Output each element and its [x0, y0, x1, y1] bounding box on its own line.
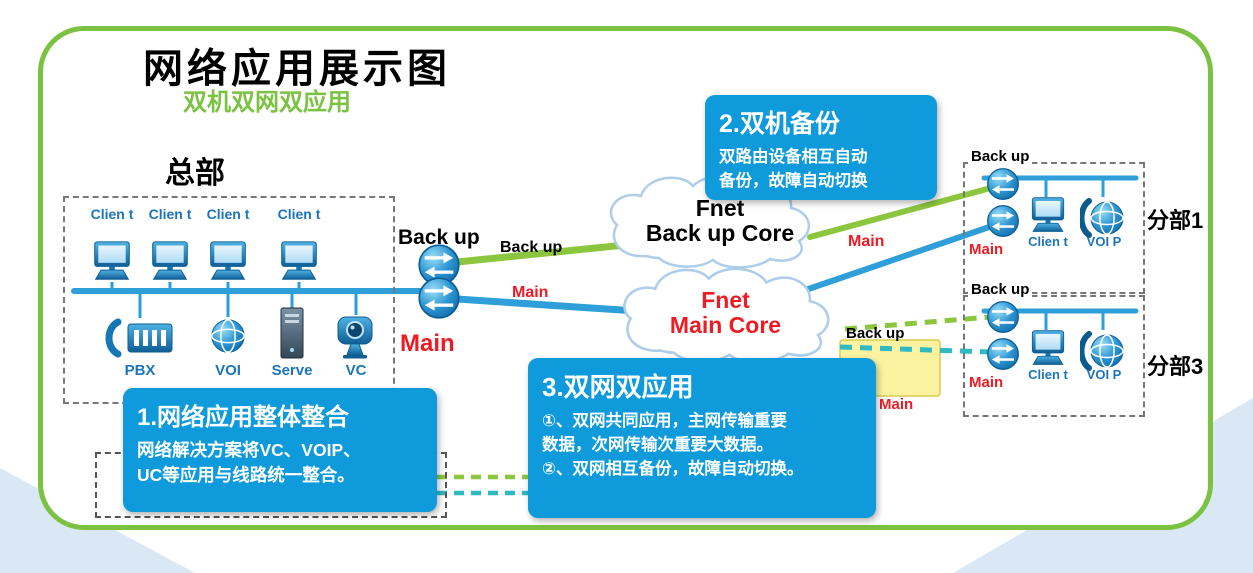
branch1-client-label: Clien t — [1028, 234, 1068, 249]
router-icon — [987, 301, 1019, 333]
branch3-client-label: Clien t — [1028, 367, 1068, 382]
branch1-backup-label: Back up — [968, 148, 1033, 165]
callout2-body: 双路由设备相互自动 备份，故障自动切换 — [719, 148, 868, 190]
callout3-body: ①、双网共同应用，主网传输重要 数据，次网传输次重要大数据。 ②、双网相互备份，… — [542, 412, 804, 478]
callout-dual-network-app: 3.双网双应用 ①、双网共同应用，主网传输重要 数据，次网传输次重要大数据。 ②… — [528, 358, 876, 518]
branch1-voip-label: VOI P — [1086, 234, 1122, 249]
hq-vc-label: VC — [345, 362, 367, 379]
router-icon — [418, 244, 460, 286]
pbx-icon — [105, 318, 173, 358]
router-icon — [418, 277, 460, 319]
callout2-title: 2.双机备份 — [719, 110, 840, 138]
hq-router-main-label: Main — [400, 330, 455, 357]
hq-pbx-label: PBX — [124, 362, 156, 379]
trunk-backup-label: Back up — [500, 239, 563, 256]
branch3-main-label: Main — [969, 374, 1004, 391]
client-pc-icon — [94, 241, 130, 280]
branch3-backup-label: Back up — [968, 281, 1033, 298]
callout1-title: 1.网络应用整体整合 — [137, 404, 350, 431]
hq-server-label: Serve — [271, 362, 313, 379]
client-pc-icon — [1031, 197, 1065, 232]
hq-client-label: Clien t — [277, 206, 321, 222]
page-title: 网络应用展示图 — [143, 47, 451, 91]
router-icon — [987, 168, 1019, 200]
hq-client-label: Clien t — [90, 206, 134, 222]
hq-voip-label: VOI — [215, 362, 241, 379]
client-pc-icon — [281, 241, 317, 280]
cloud-backup-line2: Back up Core — [645, 220, 795, 247]
branch3-voip-label: VOI P — [1086, 367, 1122, 382]
page-subtitle: 双机双网双应用 — [183, 89, 351, 116]
cloud-main-text: Fnet Main Core — [628, 287, 823, 339]
hq-stub-lines — [110, 282, 358, 318]
branch3-group-box — [963, 295, 1145, 417]
branch1-main-link-label: Main — [848, 233, 885, 250]
hq-client-label: Clien t — [148, 206, 192, 222]
camera-icon — [337, 316, 373, 359]
branch3-title: 分部3 — [1147, 354, 1204, 379]
router-icon — [987, 338, 1019, 370]
branch1-stubs — [1044, 178, 1105, 197]
branch1-backup-line — [807, 183, 1001, 240]
branch3-backup-dashed-line — [844, 314, 991, 332]
cloud-backup-text: Fnet Back up Core — [625, 195, 815, 247]
server-icon — [280, 307, 304, 359]
callout1-body: 网络解决方案将VC、VOIP、 UC等应用与线路统一整合。 — [137, 440, 361, 486]
client-pc-icon — [152, 241, 188, 280]
branch3-stubs — [1044, 311, 1105, 330]
callout-network-integration: 1.网络应用整体整合 网络解决方案将VC、VOIP、 UC等应用与线路统一整合。 — [123, 388, 437, 512]
branch3-main-link-label: Main — [879, 396, 914, 413]
client-pc-icon — [210, 241, 246, 280]
voip-phone-icon — [1080, 198, 1124, 238]
branch3-main-dashed-line — [839, 344, 991, 355]
callout-dual-router-backup: 2.双机备份 双路由设备相互自动 备份，故障自动切换 — [705, 95, 937, 200]
branch1-group-box — [963, 162, 1145, 294]
client-pc-icon — [1031, 330, 1065, 365]
globe-icon — [211, 319, 245, 353]
voip-phone-icon — [1080, 331, 1124, 371]
cloud-main-line2: Main Core — [669, 312, 782, 339]
hq-client-label: Clien t — [206, 206, 250, 222]
trunk-main-label: Main — [512, 284, 549, 301]
branch3-backup-link-label: Back up — [846, 325, 905, 342]
branch1-main-label: Main — [969, 241, 1004, 258]
hq-title: 总部 — [165, 157, 225, 190]
callout3-title: 3.双网双应用 — [542, 372, 694, 402]
hq-router-backup-label: Back up — [398, 226, 480, 249]
cloud-main-line1: Fnet — [701, 287, 750, 313]
branch1-title: 分部1 — [1147, 208, 1204, 233]
router-icon — [987, 205, 1019, 237]
